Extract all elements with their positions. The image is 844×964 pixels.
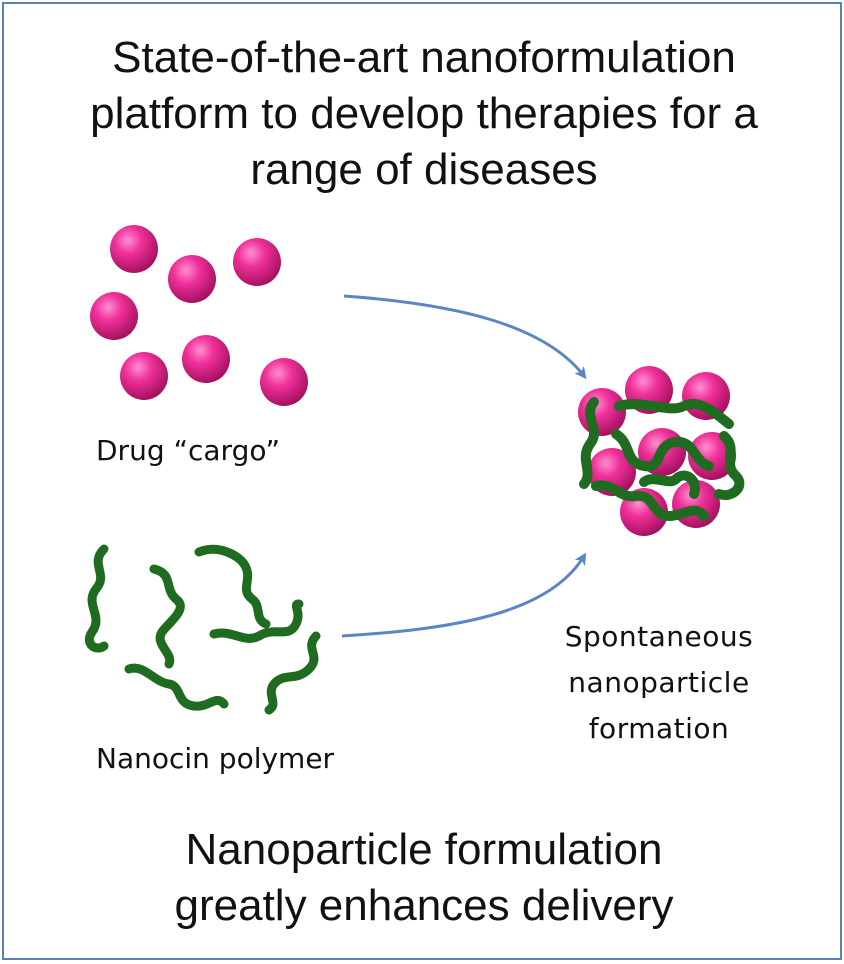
polymer-strand <box>611 429 714 472</box>
title-line-1: State-of-the-art nanoformulation <box>112 33 736 82</box>
polymer-strand <box>84 544 109 653</box>
formation-label-line-2: nanoparticle <box>568 666 750 699</box>
title-line-2: platform to develop therapies for a <box>90 89 758 138</box>
caption-line-2: greatly enhances delivery <box>174 881 674 930</box>
polymer-label: Nanocin polymer <box>96 742 335 775</box>
drug-particle <box>90 292 138 340</box>
drug-particle <box>120 352 168 400</box>
arrow-polymer-to-nanoparticle <box>341 552 587 638</box>
formation-label-line-1: Spontaneous <box>564 620 754 653</box>
polymer-strand <box>591 480 709 521</box>
title-line-3: range of diseases <box>250 145 598 194</box>
drug-particle <box>110 225 158 273</box>
drug-particle <box>688 432 736 480</box>
diagram-caption: Nanoparticle formulation greatly enhance… <box>4 822 840 934</box>
drug-cargo-group <box>90 225 308 406</box>
nanoparticle-polymer-wrap <box>579 397 745 521</box>
drug-particle <box>260 358 308 406</box>
drug-cargo-label: Drug “cargo” <box>96 434 280 467</box>
drug-particle <box>233 238 281 286</box>
diagram-title: State-of-the-art nanoformulation platfor… <box>4 30 840 198</box>
polymer-strand <box>579 397 599 489</box>
nanoparticle-assembly <box>578 366 745 536</box>
polymer-strand <box>149 564 185 669</box>
polymer-strand <box>714 431 745 501</box>
polymer-strand <box>639 470 701 499</box>
diagram-artwork <box>84 225 745 715</box>
polymer-strands-group <box>84 544 321 715</box>
formation-label: Spontaneous nanoparticle formation <box>544 614 774 752</box>
arrow-drug-to-nanoparticle <box>343 294 587 380</box>
polymer-strand <box>194 544 271 629</box>
drug-particle <box>168 255 216 303</box>
drug-particle <box>182 335 230 383</box>
caption-line-1: Nanoparticle formulation <box>185 825 663 874</box>
formation-label-line-3: formation <box>588 712 730 745</box>
polymer-strand <box>124 663 229 711</box>
polymer-strand <box>209 599 304 643</box>
polymer-strand <box>264 631 321 715</box>
polymer-strand <box>614 399 734 429</box>
